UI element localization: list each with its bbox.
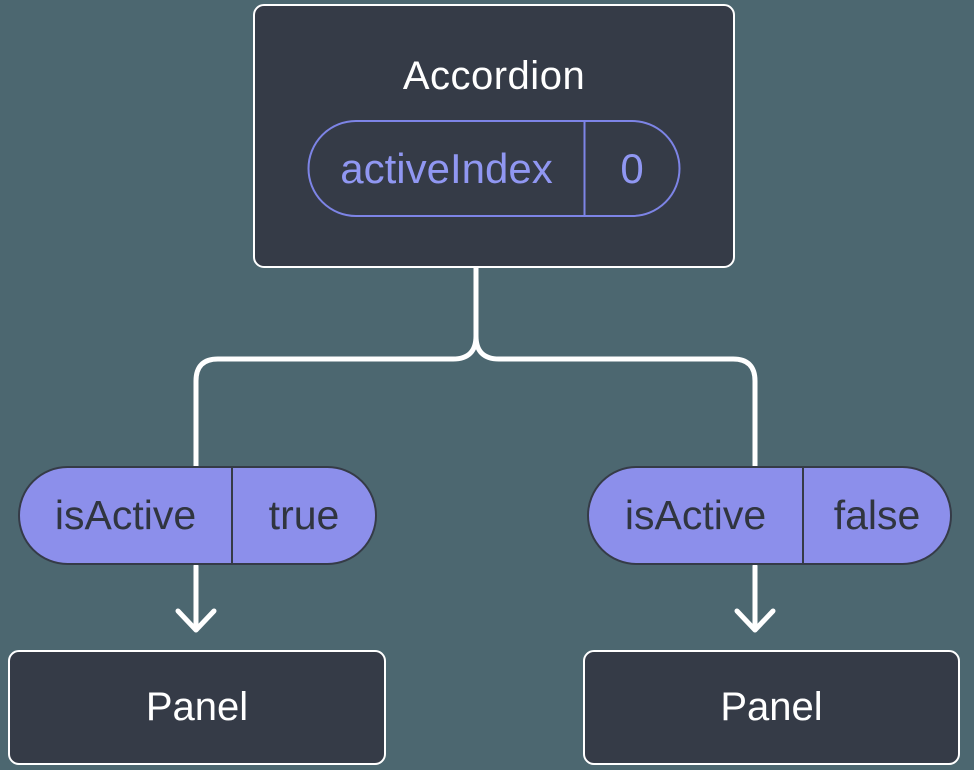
fork-connector-left-branch: [193, 265, 479, 467]
component-title: Accordion: [402, 54, 586, 98]
accordion-component-node: Accordion activeIndex 0: [253, 4, 735, 268]
component-title: Panel: [145, 685, 249, 729]
prop-value-label: true: [268, 492, 340, 538]
fork-connector-right-branch: [473, 265, 758, 467]
prop-name-label: isActive: [589, 468, 804, 563]
component-title: Panel: [720, 685, 823, 729]
arrow-down-icon: [734, 563, 776, 633]
state-value-label: 0: [620, 144, 644, 192]
panel-component-node-right: Panel: [583, 650, 960, 765]
panel-component-node-left: Panel: [8, 650, 386, 765]
state-pill: activeIndex 0: [307, 120, 681, 217]
prop-value-label: false: [833, 492, 921, 538]
state-name-label: activeIndex: [310, 122, 586, 215]
prop-name-label: isActive: [20, 468, 233, 563]
arrow-down-icon: [175, 563, 217, 633]
prop-pill-is-active-false: isActive false: [587, 466, 952, 565]
prop-pill-is-active-true: isActive true: [18, 466, 377, 565]
